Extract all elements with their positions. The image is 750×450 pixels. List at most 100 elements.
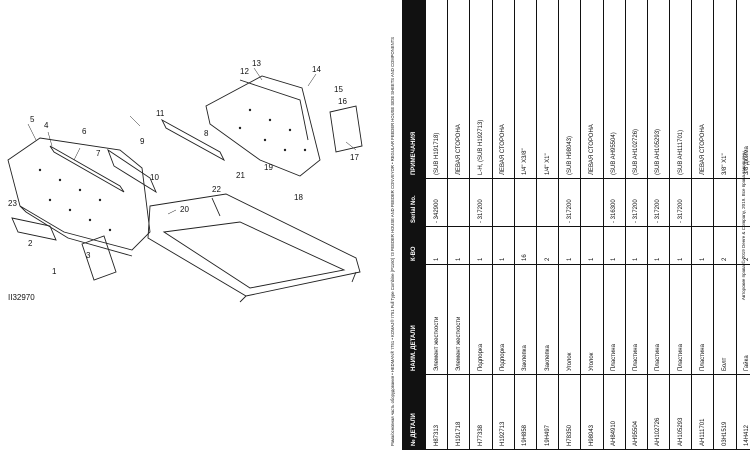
cell-name: Подпорка bbox=[492, 264, 515, 375]
callout-22: 22 bbox=[212, 185, 221, 194]
callout-12: 12 bbox=[240, 67, 249, 76]
cell-note: 3/8" X1" bbox=[713, 0, 737, 179]
cell-part: AH111701 bbox=[691, 374, 714, 450]
cell-part: AH95504 bbox=[625, 374, 648, 450]
cell-qty: 1 bbox=[647, 226, 670, 265]
cell-name: Элемент жесткости bbox=[447, 264, 470, 375]
parts-table: № ДЕТАЛИ НАИМ. ДЕТАЛИ К-ВО Serial No. ПР… bbox=[402, 0, 750, 450]
callout-21: 21 bbox=[236, 171, 245, 180]
callout-3: 3 bbox=[86, 251, 91, 260]
cell-serial: - 317200 bbox=[625, 178, 648, 227]
cell-name: Пластина bbox=[669, 264, 692, 375]
cell-note: (SUB AH105293) bbox=[647, 0, 670, 179]
plate bbox=[329, 105, 363, 153]
callout-23: 23 bbox=[8, 199, 17, 208]
cell-note: ЛЕВАЯ СТОРОНА bbox=[447, 0, 470, 179]
cell-name: Заклепка bbox=[514, 264, 537, 375]
cell-serial bbox=[492, 178, 515, 227]
document-title: Рама/основная часть оборудования • HEDMA… bbox=[390, 37, 395, 446]
callout-14: 14 bbox=[312, 65, 321, 74]
col-part-name: НАИМ. ДЕТАЛИ bbox=[402, 264, 426, 375]
cell-serial bbox=[514, 178, 537, 227]
cell-part: 03H1519 bbox=[713, 374, 737, 450]
cell-serial bbox=[536, 178, 559, 227]
cell-qty: 2 bbox=[536, 226, 559, 265]
callout-15: 15 bbox=[334, 85, 343, 94]
callout-5: 5 bbox=[30, 115, 35, 124]
support-bar bbox=[160, 118, 226, 162]
cell-qty: 1 bbox=[691, 226, 714, 265]
cell-qty: 1 bbox=[447, 226, 470, 265]
frame bbox=[147, 193, 361, 297]
cell-note: 1/4" X1" bbox=[536, 0, 559, 179]
cell-serial: - 317200 bbox=[558, 178, 581, 227]
cell-serial bbox=[691, 178, 714, 227]
cell-part: AH102726 bbox=[647, 374, 670, 450]
cell-part: AH84910 bbox=[603, 374, 626, 450]
cell-qty: 1 bbox=[669, 226, 692, 265]
cell-qty: 1 bbox=[580, 226, 603, 265]
callout-13: 13 bbox=[252, 59, 261, 68]
callout-17: 17 bbox=[350, 153, 359, 162]
left-side-sheet bbox=[7, 137, 151, 251]
callout-2: 2 bbox=[28, 239, 33, 248]
cell-name: Пластина bbox=[647, 264, 670, 375]
cell-serial: - 317200 bbox=[647, 178, 670, 227]
cell-qty: 1 bbox=[469, 226, 493, 265]
cell-name: Уголок bbox=[580, 264, 603, 375]
cell-part: H191718 bbox=[447, 374, 470, 450]
callout-1: 1 bbox=[52, 267, 57, 276]
cell-part: H98043 bbox=[580, 374, 603, 450]
cell-qty: 1 bbox=[558, 226, 581, 265]
callout-11: 11 bbox=[156, 109, 165, 118]
callout-6: 6 bbox=[82, 127, 87, 136]
cell-name: Уголок bbox=[558, 264, 581, 375]
angle-piece bbox=[107, 148, 157, 194]
cell-note: ЛЕВАЯ СТОРОНА bbox=[691, 0, 714, 179]
cell-part: H87313 bbox=[425, 374, 448, 450]
callout-9: 9 bbox=[140, 137, 145, 146]
cell-note: (SUB AH111701) bbox=[669, 0, 692, 179]
cell-serial: - 342900 bbox=[425, 178, 448, 227]
parts-list-page: Рама/основная часть оборудования • HEDMA… bbox=[386, 0, 750, 450]
callout-7: 7 bbox=[96, 149, 101, 158]
cell-serial bbox=[713, 178, 737, 227]
figure-id: II32970 bbox=[8, 293, 35, 302]
callout-16: 16 bbox=[338, 97, 347, 106]
callout-4: 4 bbox=[44, 121, 49, 130]
cell-name: Пластина bbox=[691, 264, 714, 375]
cell-part: H77338 bbox=[469, 374, 493, 450]
cell-name: Болт bbox=[713, 264, 737, 375]
callout-18: 18 bbox=[294, 193, 303, 202]
callout-20: 20 bbox=[180, 205, 189, 214]
cell-qty: 2 bbox=[713, 226, 737, 265]
cell-note: ЛЕВАЯ СТОРОНА bbox=[580, 0, 603, 179]
cell-part: 19H858 bbox=[514, 374, 537, 450]
bracket bbox=[81, 235, 117, 281]
small-plate bbox=[11, 217, 57, 241]
cell-note: (SUB AH95504) bbox=[603, 0, 626, 179]
col-serial: Serial No. bbox=[402, 178, 426, 227]
col-quantity: К-ВО bbox=[402, 226, 426, 265]
cell-serial: - 316300 bbox=[603, 178, 626, 227]
cell-serial: - 317200 bbox=[669, 178, 692, 227]
exploded-parts-drawing: 1 2 3 4 5 6 7 8 9 10 11 12 13 14 15 16 1… bbox=[7, 59, 363, 303]
right-side-sheet bbox=[205, 75, 321, 177]
cell-qty: 1 bbox=[625, 226, 648, 265]
cell-part: 19H497 bbox=[536, 374, 559, 450]
cell-name: Пластина bbox=[603, 264, 626, 375]
stiffener-bar bbox=[49, 145, 125, 193]
cell-note: L-H, (SUB H192713) bbox=[469, 0, 493, 179]
cell-serial bbox=[580, 178, 603, 227]
